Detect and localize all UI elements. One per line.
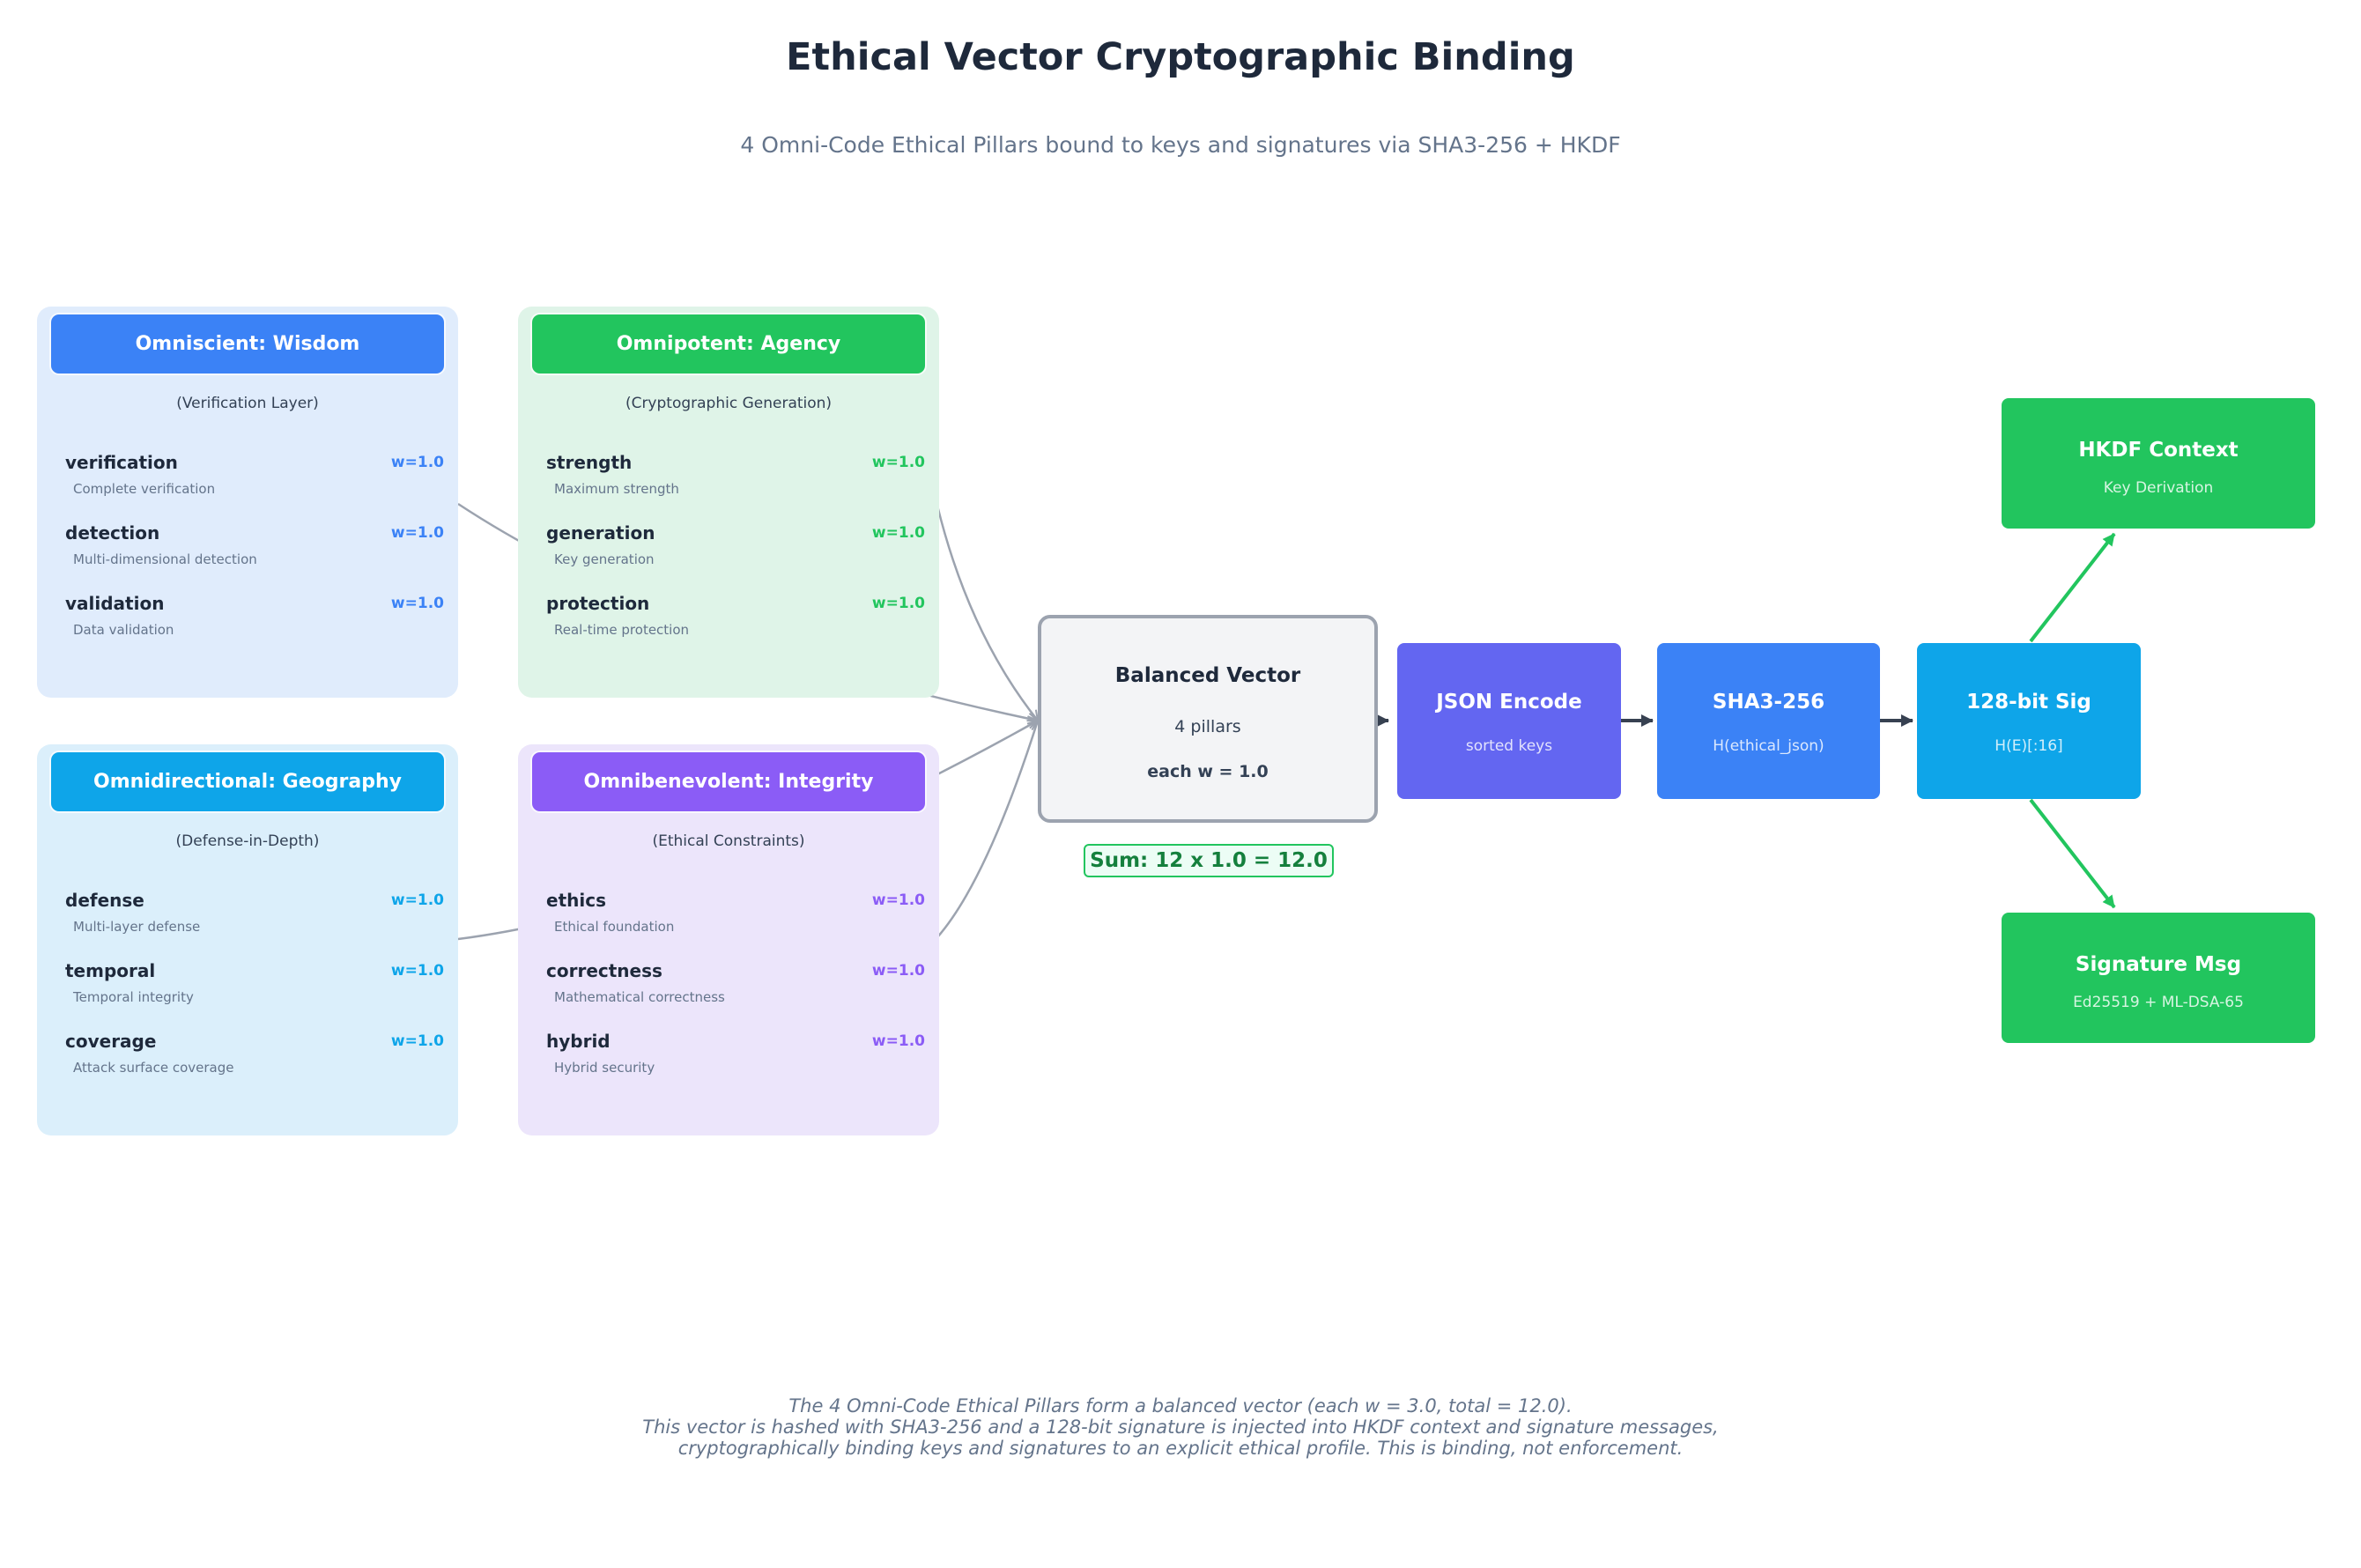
feature-name: ethics [546,890,606,911]
box-title: JSON Encode [1436,691,1582,714]
box-subtitle: H(E)[:16] [1995,737,2063,755]
feature-weight: w=1.0 [871,962,925,980]
feature-item: detection w=1.0 Multi-dimensional detect… [37,522,458,593]
pillar-card-agency: Omnipotent: Agency (Cryptographic Genera… [518,307,939,698]
feature-item: correctness w=1.0 Mathematical correctne… [518,960,939,1031]
box-title: HKDF Context [2078,439,2239,462]
box-subtitle: Key Derivation [2103,479,2214,497]
feature-description: Ethical foundation [554,919,675,935]
diagram-subtitle: 4 Omni-Code Ethical Pillars bound to key… [740,132,1621,158]
feature-weight: w=1.0 [871,1032,925,1050]
arrow-integrity-to-vector [936,721,1038,938]
feature-weight: w=1.0 [871,524,925,542]
feature-description: Multi-dimensional detection [73,551,257,567]
feature-item: coverage w=1.0 Attack surface coverage [37,1031,458,1101]
feature-item: protection w=1.0 Real-time protection [518,593,939,663]
feature-name: defense [65,890,144,911]
arrow-agency-to-vector [936,505,1038,721]
feature-description: Maximum strength [554,481,679,497]
feature-item: temporal w=1.0 Temporal integrity [37,960,458,1031]
box-title: 128-bit Sig [1966,691,2091,714]
pillar-subtitle: (Verification Layer) [176,395,319,412]
json-encode-box: JSON Encode sorted keys [1397,643,1621,799]
balanced-vector-title: Balanced Vector [1114,664,1301,687]
feature-description: Hybrid security [554,1060,655,1076]
feature-name: coverage [65,1031,157,1052]
feature-item: hybrid w=1.0 Hybrid security [518,1031,939,1101]
pillar-subtitle: (Defense-in-Depth) [175,832,320,850]
balanced-vector-box: Balanced Vector 4 pillars each w = 1.0 [1038,615,1378,823]
pillar-header: Omniscient: Wisdom [51,314,444,374]
box-title: Signature Msg [2075,953,2242,976]
feature-item: ethics w=1.0 Ethical foundation [518,890,939,960]
signature-128bit-box: 128-bit Sig H(E)[:16] [1917,643,2141,799]
balanced-vector-weights: each w = 1.0 [1147,762,1269,781]
feature-name: temporal [65,960,156,981]
feature-weight: w=1.0 [871,595,925,612]
footer-line: This vector is hashed with SHA3-256 and … [642,1416,1719,1438]
feature-name: protection [546,593,650,614]
arrow-sig-to-hkdf [2029,532,2116,643]
box-title: SHA3-256 [1712,691,1825,714]
feature-description: Real-time protection [554,622,690,638]
footer-line: cryptographically binding keys and signa… [677,1438,1684,1459]
footer-line: The 4 Omni-Code Ethical Pillars form a b… [788,1395,1573,1416]
feature-description: Mathematical correctness [554,989,725,1005]
feature-description: Data validation [73,622,174,638]
feature-description: Multi-layer defense [73,919,201,935]
pillar-header: Omnipotent: Agency [532,314,925,374]
signature-msg-box: Signature Msg Ed25519 + ML-DSA-65 [2002,913,2315,1043]
feature-item: generation w=1.0 Key generation [518,522,939,593]
box-subtitle: Ed25519 + ML-DSA-65 [2073,994,2244,1011]
pillar-card-integrity: Omnibenevolent: Integrity (Ethical Const… [518,744,939,1135]
feature-name: detection [65,522,160,544]
feature-weight: w=1.0 [390,891,444,909]
arrow-sig-to-signature [2029,798,2116,909]
feature-item: strength w=1.0 Maximum strength [518,452,939,522]
feature-description: Complete verification [73,481,216,497]
pillar-subtitle: (Cryptographic Generation) [625,395,833,412]
feature-item: defense w=1.0 Multi-layer defense [37,890,458,960]
feature-weight: w=1.0 [390,524,444,542]
footer-caption: The 4 Omni-Code Ethical Pillars form a b… [0,1395,2361,1459]
feature-weight: w=1.0 [871,891,925,909]
box-subtitle: sorted keys [1465,737,1553,755]
feature-name: verification [65,452,178,473]
feature-name: strength [546,452,633,473]
feature-name: validation [65,593,165,614]
balanced-vector-pillars: 4 pillars [1174,717,1241,736]
feature-weight: w=1.0 [871,454,925,471]
hkdf-context-box: HKDF Context Key Derivation [2002,398,2315,529]
box-subtitle: H(ethical_json) [1713,737,1824,755]
feature-item: validation w=1.0 Data validation [37,593,458,663]
feature-description: Attack surface coverage [73,1060,234,1076]
feature-name: correctness [546,960,662,981]
pillar-card-geography: Omnidirectional: Geography (Defense-in-D… [37,744,458,1135]
feature-item: verification w=1.0 Complete verification [37,452,458,522]
feature-weight: w=1.0 [390,595,444,612]
sha3-256-box: SHA3-256 H(ethical_json) [1657,643,1880,799]
feature-description: Key generation [554,551,655,567]
pillar-header: Omnibenevolent: Integrity [532,752,925,811]
pillar-card-wisdom: Omniscient: Wisdom (Verification Layer) … [37,307,458,698]
diagram-title: Ethical Vector Cryptographic Binding [786,35,1575,79]
feature-weight: w=1.0 [390,454,444,471]
feature-weight: w=1.0 [390,1032,444,1050]
feature-description: Temporal integrity [73,989,194,1005]
pillar-header: Omnidirectional: Geography [51,752,444,811]
pillar-subtitle: (Ethical Constraints) [652,832,805,850]
feature-weight: w=1.0 [390,962,444,980]
feature-name: generation [546,522,655,544]
feature-name: hybrid [546,1031,611,1052]
sum-badge: Sum: 12 x 1.0 = 12.0 [1084,844,1334,877]
